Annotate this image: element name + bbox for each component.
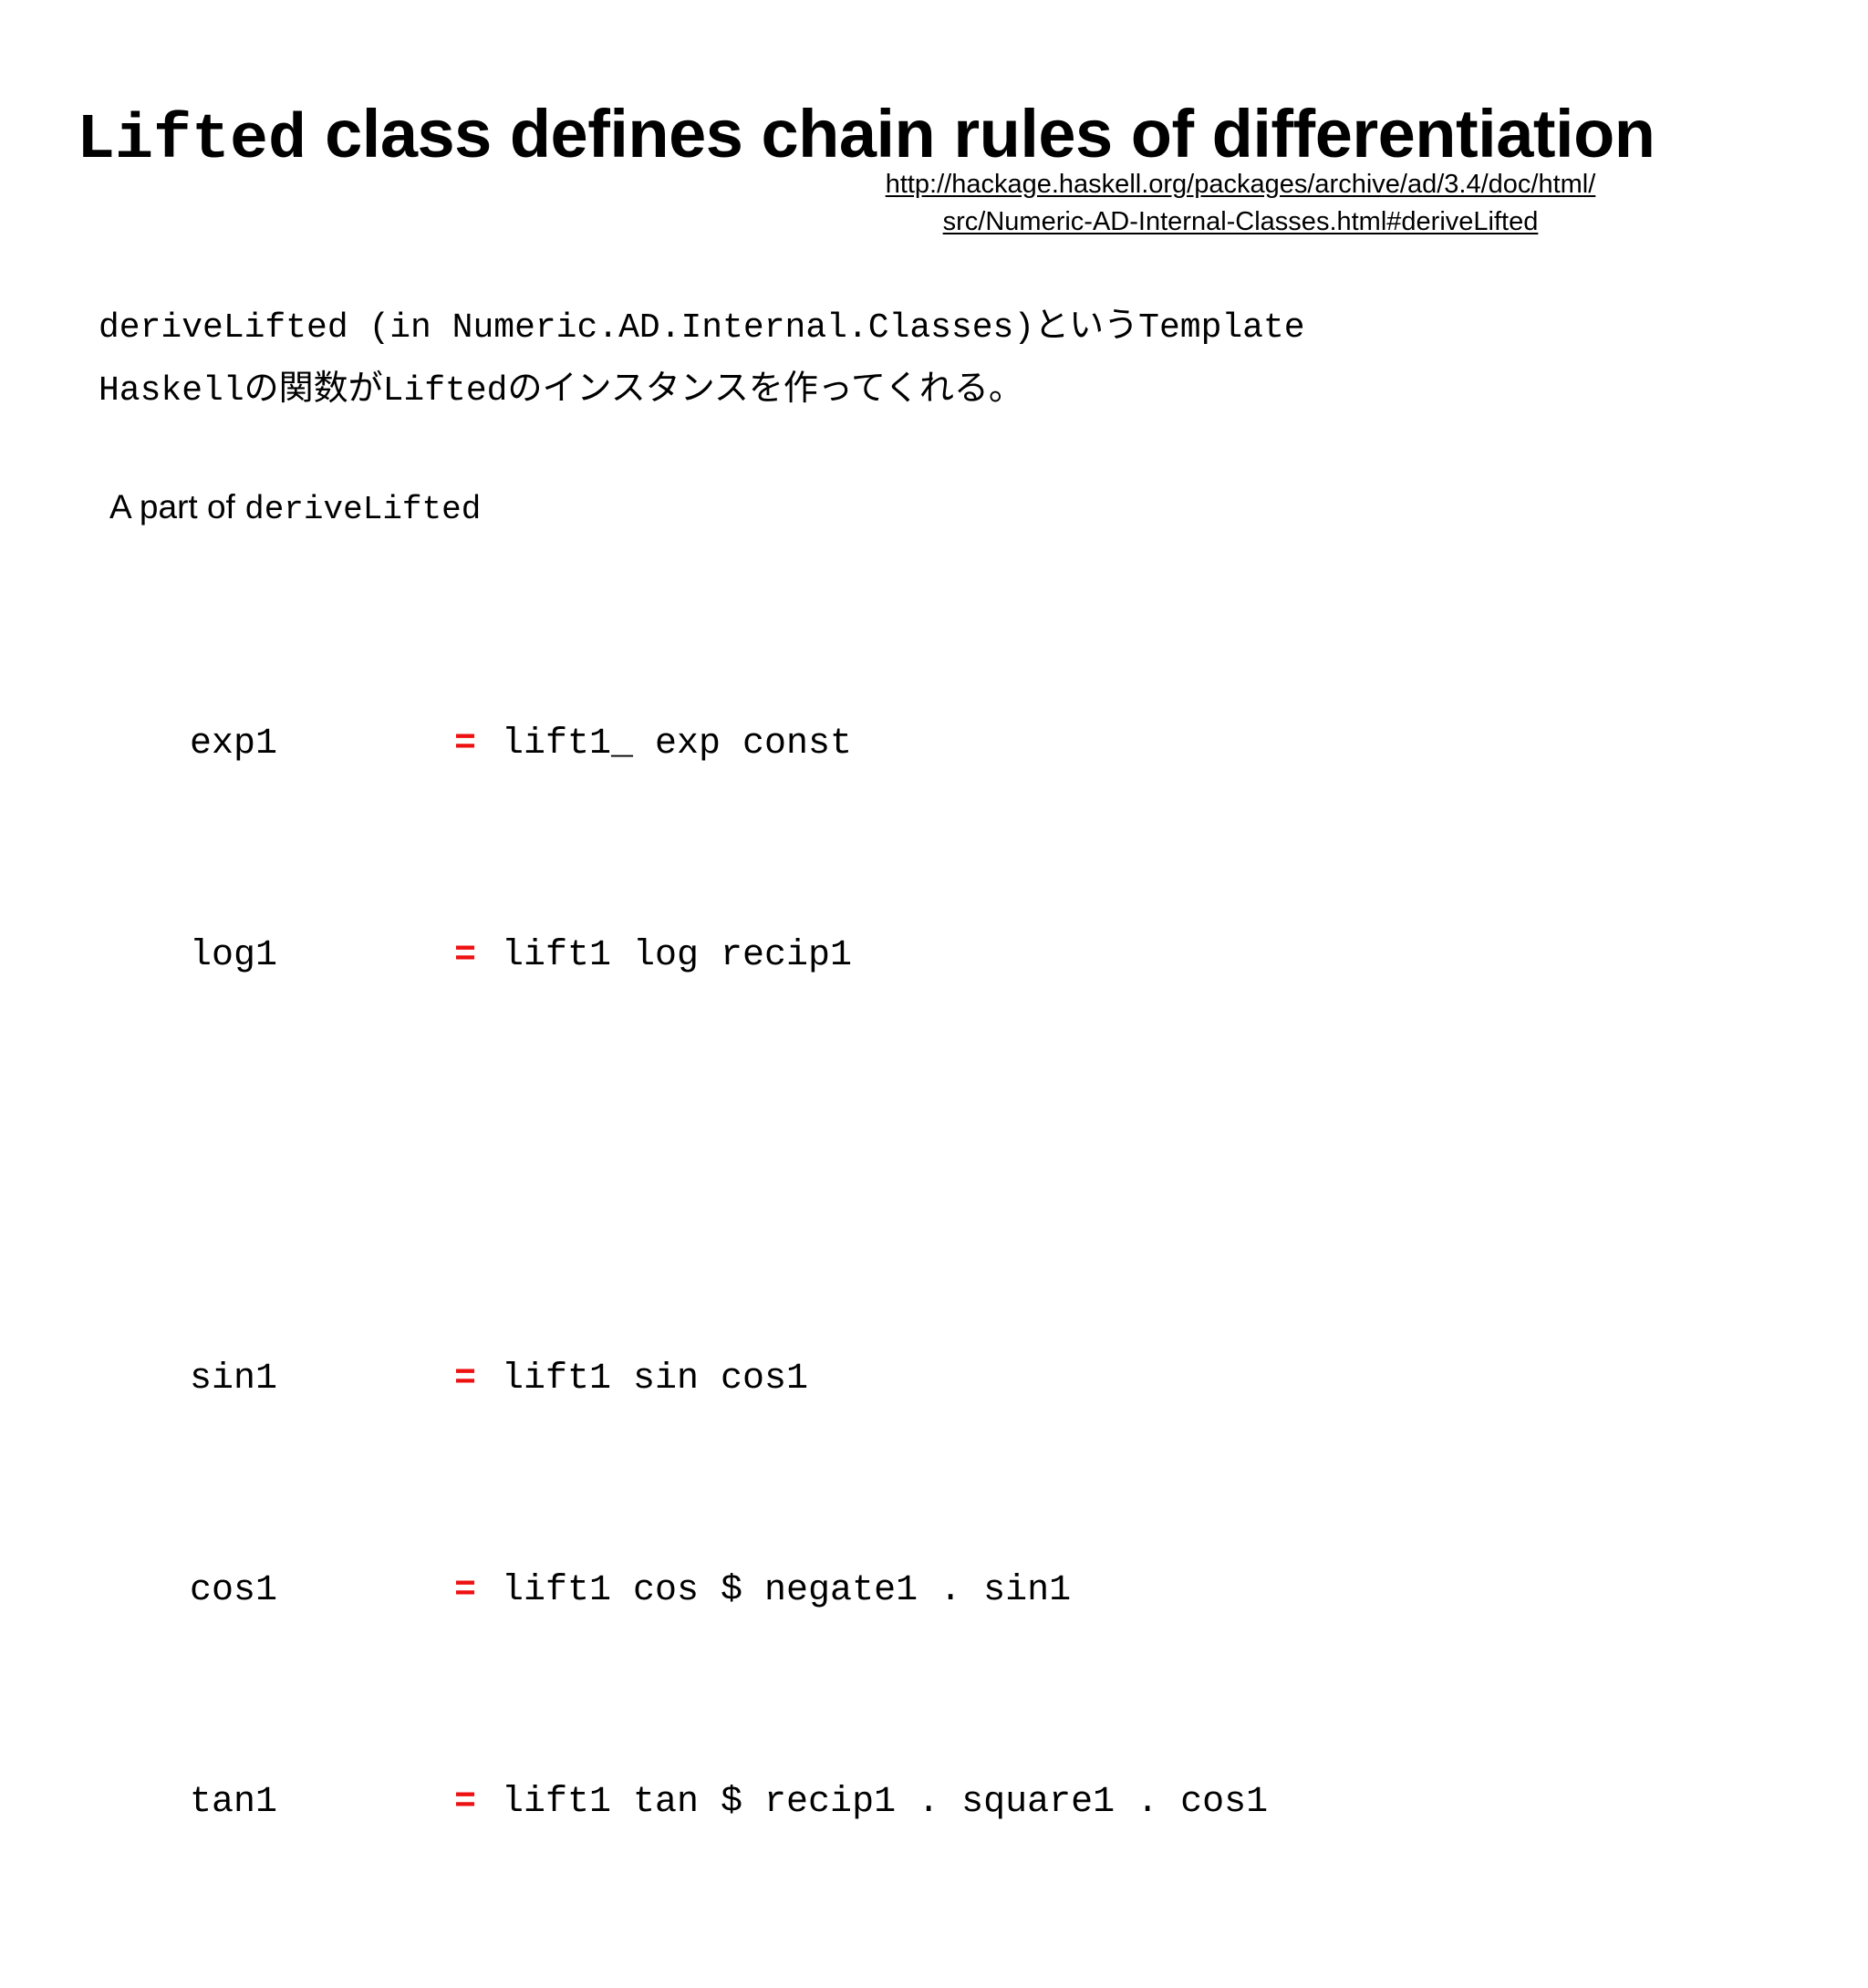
code-function-name: exp1 xyxy=(190,723,278,765)
body-paragraph: deriveLifted (in Numeric.AD.Internal.Cla… xyxy=(99,297,1759,422)
reference-url-link[interactable]: http://hackage.haskell.org/packages/arch… xyxy=(693,166,1788,241)
section-label: A part of deriveLifted xyxy=(109,488,481,528)
code-expression: lift1 cos $ negate1 . sin1 xyxy=(502,1570,1072,1611)
code-expression: lift1_ exp const xyxy=(502,723,853,765)
reference-url-line-2[interactable]: src/Numeric-AD-Internal-Classes.html#der… xyxy=(942,207,1539,237)
code-row: cos1 = lift1 cos $ negate1 . sin1 xyxy=(190,1565,1268,1618)
code-row: tan1 = lift1 tan $ recip1 . square1 . co… xyxy=(190,1776,1268,1829)
code-row-spacer xyxy=(190,1141,1268,1194)
code-equals-sign: = xyxy=(454,935,477,976)
reference-url-line-1[interactable]: http://hackage.haskell.org/packages/arch… xyxy=(885,170,1596,199)
code-function-name: cos1 xyxy=(190,1570,278,1611)
code-equals-sign: = xyxy=(454,723,477,765)
page-title-sans-part: class defines chain rules of differentia… xyxy=(306,95,1655,172)
slide-canvas: Lifted class defines chain rules of diff… xyxy=(77,95,1810,1823)
section-label-prefix: A part of xyxy=(109,488,245,526)
code-equals-sign: = xyxy=(454,1358,477,1400)
code-function-name: tan1 xyxy=(190,1782,278,1823)
code-equals-sign: = xyxy=(454,1570,477,1611)
body-paragraph-line-1: deriveLifted (in Numeric.AD.Internal.Cla… xyxy=(99,308,1305,348)
code-expression: lift1 tan $ recip1 . square1 . cos1 xyxy=(502,1782,1269,1823)
body-paragraph-line-2: Haskellの関数がLiftedのインスタンスを作ってくれる。 xyxy=(99,371,1023,411)
code-function-name: log1 xyxy=(190,935,278,976)
page-title-mono-part: Lifted xyxy=(77,104,307,177)
code-function-name: sin1 xyxy=(190,1358,278,1400)
page-title: Lifted class defines chain rules of diff… xyxy=(77,95,1810,177)
code-row: log1 = lift1 log recip1 xyxy=(190,930,1268,983)
code-row: exp1 = lift1_ exp const xyxy=(190,718,1268,771)
code-listing: exp1 = lift1_ exp const log1 = lift1 log… xyxy=(190,559,1268,1988)
code-expression: lift1 sin cos1 xyxy=(502,1358,809,1400)
code-expression: lift1 log recip1 xyxy=(502,935,853,976)
section-label-function-name: deriveLifted xyxy=(244,491,482,528)
code-row: sin1 = lift1 sin cos1 xyxy=(190,1353,1268,1406)
code-equals-sign: = xyxy=(454,1782,477,1823)
